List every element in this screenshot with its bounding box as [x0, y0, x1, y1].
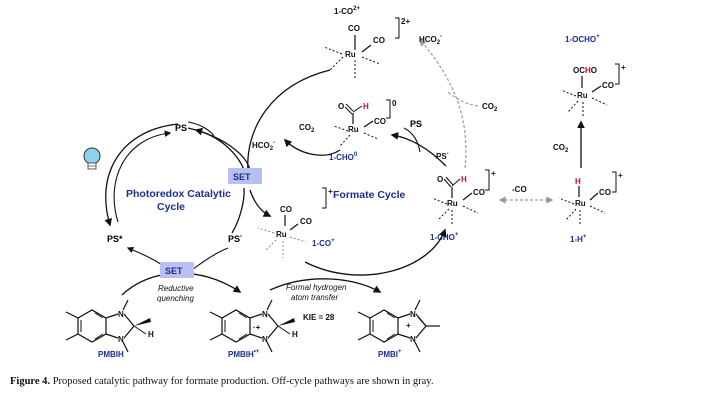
- structure-pmbih-radical: N N ·+ H PMBIH•+: [209, 299, 298, 359]
- complex-1-cho-plus: O H Ru CO + 1-CHO+: [430, 169, 496, 242]
- svg-text:Ru: Ru: [345, 50, 356, 59]
- svg-text:SET: SET: [233, 172, 251, 182]
- svg-text:PMBI+: PMBI+: [378, 349, 402, 359]
- svg-text:Ru: Ru: [447, 199, 458, 208]
- svg-text:quenching: quenching: [157, 294, 194, 303]
- svg-text:O: O: [437, 175, 443, 184]
- svg-text:CO2: CO2: [553, 143, 569, 154]
- svg-text:Ru: Ru: [348, 125, 359, 134]
- catalytic-scheme: 1-CO2+ 2+ CO CO Ru O H Ru CO 0 1-CHO0 O: [65, 6, 626, 359]
- svg-text:N: N: [118, 335, 124, 344]
- svg-text:CO: CO: [473, 188, 485, 197]
- svg-text:Ru: Ru: [276, 230, 287, 239]
- svg-text:PS*: PS*: [107, 234, 123, 244]
- svg-text:N: N: [410, 310, 416, 319]
- svg-text:+: +: [621, 63, 626, 72]
- figure-caption: Figure 4. Proposed catalytic pathway for…: [10, 376, 700, 387]
- svg-text:N: N: [410, 335, 416, 344]
- svg-text:-CO: -CO: [512, 185, 527, 194]
- svg-text:PS-: PS-: [436, 151, 449, 161]
- svg-text:H: H: [575, 177, 581, 186]
- lightbulb-icon: [83, 147, 101, 170]
- svg-text:atom transfer: atom transfer: [291, 293, 338, 302]
- svg-text:+: +: [328, 187, 333, 196]
- svg-text:N: N: [118, 310, 124, 319]
- svg-text:PS: PS: [175, 123, 187, 133]
- svg-text:Formal hydrogen: Formal hydrogen: [286, 283, 347, 292]
- svg-text:H: H: [363, 102, 369, 111]
- photoredox-cycle-label-2: Cycle: [157, 201, 185, 213]
- svg-text:PMBIH: PMBIH: [98, 350, 124, 359]
- label-1-co2plus: 1-CO2+: [334, 6, 360, 16]
- svg-text:HCO2-: HCO2-: [252, 140, 275, 152]
- svg-text:O: O: [338, 102, 344, 111]
- svg-text:H: H: [461, 175, 467, 184]
- set-box-lower: SET: [160, 262, 194, 278]
- svg-text:Reductive: Reductive: [158, 284, 194, 293]
- svg-text:Ru: Ru: [577, 91, 588, 100]
- svg-text:+: +: [491, 169, 496, 178]
- label-1-co-plus: 1-CO+: [312, 238, 335, 248]
- photoredox-cycle-label-1: Photoredox Catalytic: [126, 188, 231, 200]
- label-1-cho0: 1-CHO0: [329, 152, 358, 162]
- structure-pmbi: N N + PMBI+: [357, 299, 440, 359]
- svg-text:CO: CO: [280, 205, 292, 214]
- svg-text:·+: ·+: [253, 323, 261, 332]
- svg-text:KIE = 28: KIE = 28: [303, 313, 335, 322]
- label-1-ocho-plus: 1-OCHO+: [565, 34, 600, 44]
- svg-text:2+: 2+: [401, 17, 410, 26]
- svg-text:CO: CO: [374, 117, 386, 126]
- svg-text:+: +: [406, 321, 411, 330]
- svg-text:CO: CO: [373, 36, 385, 45]
- svg-text:H: H: [292, 330, 298, 339]
- svg-text:CO: CO: [348, 24, 360, 33]
- svg-text:H: H: [148, 330, 154, 339]
- complex-1-co-plus: CO CO Ru + 1-CO+: [257, 187, 335, 258]
- svg-text:PMBIH•+: PMBIH•+: [228, 349, 260, 359]
- formate-cycle-label: Formate Cycle: [333, 189, 406, 201]
- svg-text:OCHO: OCHO: [573, 66, 597, 75]
- svg-text:CO: CO: [300, 217, 312, 226]
- svg-text:0: 0: [392, 99, 397, 108]
- svg-text:Ru: Ru: [575, 199, 586, 208]
- label-1-cho-plus: 1-CHO+: [430, 232, 459, 242]
- svg-text:+: +: [618, 171, 623, 180]
- svg-text:PS: PS: [410, 119, 422, 129]
- svg-text:N: N: [262, 310, 268, 319]
- svg-text:CO: CO: [602, 81, 614, 90]
- svg-text:CO: CO: [599, 188, 611, 197]
- svg-text:HCO2-: HCO2-: [419, 34, 442, 46]
- structure-pmbih: N N H PMBIH: [65, 299, 154, 359]
- caption-label: Figure 4.: [10, 376, 51, 387]
- svg-text:CO2: CO2: [482, 102, 498, 113]
- caption-text: Proposed catalytic pathway for formate p…: [50, 376, 434, 387]
- complex-1-h-plus: H Ru CO + 1-H+: [558, 171, 623, 244]
- complex-1-ocho-plus: 1-OCHO+ OCHO Ru CO +: [560, 34, 626, 117]
- label-1-h-plus: 1-H+: [570, 234, 587, 244]
- set-box-upper: SET: [228, 168, 262, 184]
- svg-text:N: N: [262, 335, 268, 344]
- svg-text:CO2: CO2: [299, 123, 315, 134]
- svg-text:PS-: PS-: [228, 233, 243, 244]
- svg-text:SET: SET: [165, 266, 183, 276]
- complex-1-co2plus: 1-CO2+ 2+ CO CO Ru: [323, 6, 410, 78]
- complex-1-cho0: O H Ru CO 0 1-CHO0: [329, 99, 397, 162]
